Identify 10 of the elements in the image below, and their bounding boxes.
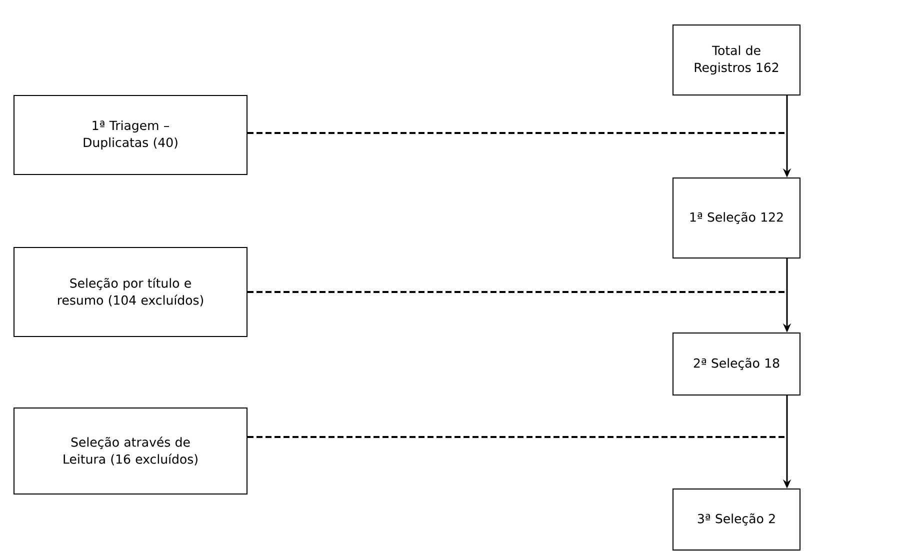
process-box: 1ª Seleção 122 bbox=[672, 178, 800, 258]
process-box: Seleção por título e resumo (104 excluídos) bbox=[14, 247, 248, 337]
process-box: 2ª Seleção 18 bbox=[672, 332, 800, 396]
dashed-line bbox=[248, 132, 787, 134]
process-box: 3ª Seleção 2 bbox=[672, 488, 800, 550]
dashed-line bbox=[248, 291, 787, 293]
dashed-line bbox=[248, 436, 787, 438]
process-box: 1ª Triagem – Duplicatas (40) bbox=[14, 95, 248, 175]
process-box: Seleção através de Leitura (16 excluídos) bbox=[14, 408, 248, 494]
process-box: Total de Registros 162 bbox=[672, 24, 800, 96]
